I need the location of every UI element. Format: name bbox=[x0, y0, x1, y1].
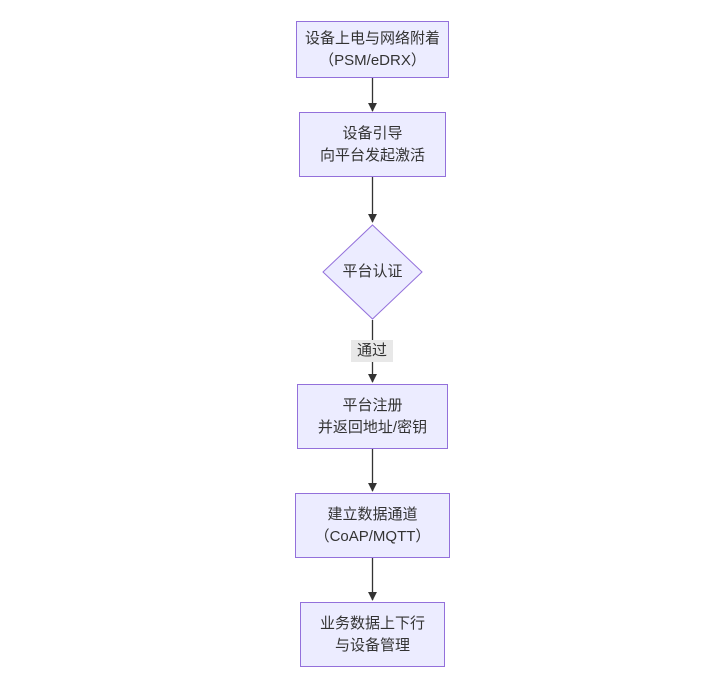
node-power-network-attach: 设备上电与网络附着 （PSM/eDRX） bbox=[296, 21, 449, 78]
node-line: （PSM/eDRX） bbox=[319, 51, 426, 69]
node-line: 与设备管理 bbox=[334, 636, 410, 654]
node-line: 设备上电与网络附着 bbox=[304, 29, 440, 47]
edge-label-pass: 通过 bbox=[350, 340, 394, 362]
node-line: 并返回地址/密钥 bbox=[317, 418, 428, 436]
node-line: 设备引导 bbox=[342, 124, 403, 142]
node-platform-register: 平台注册 并返回地址/密钥 bbox=[297, 384, 448, 449]
node-line: 向平台发起激活 bbox=[319, 146, 425, 164]
node-device-bootstrap: 设备引导 向平台发起激活 bbox=[299, 112, 446, 177]
node-business-data: 业务数据上下行 与设备管理 bbox=[300, 602, 445, 667]
node-line: 建立数据通道 bbox=[327, 505, 418, 523]
node-line: （CoAP/MQTT） bbox=[314, 527, 431, 545]
node-line: 平台认证 bbox=[342, 263, 403, 280]
decision-platform-auth: 平台认证 bbox=[322, 224, 423, 320]
node-line: 业务数据上下行 bbox=[319, 614, 425, 632]
node-data-channel: 建立数据通道 （CoAP/MQTT） bbox=[295, 493, 450, 558]
node-line: 平台注册 bbox=[342, 396, 403, 414]
diamond-icon bbox=[322, 224, 423, 320]
